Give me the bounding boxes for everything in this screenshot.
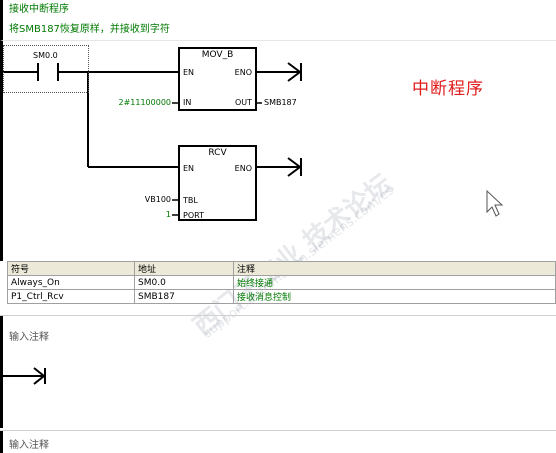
network-separator [0,315,556,316]
address-cell[interactable]: SM0.0 [134,275,234,290]
rcv-block[interactable]: RCV EN ENO TBL PORT [178,145,257,221]
rcv-tbl-operand[interactable]: VB100 [144,195,171,204]
symbol-cell[interactable]: P1_Ctrl_Rcv [7,289,135,304]
mov-b-block[interactable]: MOV_B EN ENO IN OUT [178,47,257,111]
mov-b-in-operand[interactable]: 2#11100000 [118,98,171,107]
rcv-tbl-pin: TBL [183,196,198,205]
mouse-cursor-icon [486,189,504,217]
symbol-table-header: 符号 地址 注释 [7,261,556,276]
network3-area: 输入注释 [0,431,556,453]
mov-b-eno-pin: ENO [234,68,252,77]
rcv-title: RCV [208,148,227,158]
network-title[interactable]: 接收中断程序 [0,0,556,19]
header-comment[interactable]: 注释 [233,261,556,276]
rcv-eno-pin: ENO [234,164,252,173]
mov-b-out-operand[interactable]: SMB187 [264,98,297,107]
mov-b-in-pin: IN [183,98,192,107]
table-row[interactable]: Always_On SM0.0 始终接通 [7,275,556,290]
contact-selection-box[interactable] [3,45,89,93]
header-address[interactable]: 地址 [134,261,234,276]
comment-cell[interactable]: 接收消息控制 [233,289,556,304]
rcv-port-operand[interactable]: 1 [165,210,171,219]
comment-cell[interactable]: 始终接通 [233,275,556,290]
network2-area: 输入注释 [0,316,556,428]
network-separator [0,430,556,431]
mov-b-out-pin: OUT [234,98,252,107]
symbol-cell[interactable]: Always_On [7,275,135,290]
mov-b-title: MOV_B [201,50,234,60]
rcv-port-pin: PORT [183,211,204,220]
network2-empty-rung[interactable] [0,365,60,387]
contact-label: SM0.0 [33,51,58,60]
network-comment[interactable]: 将SMB187恢复原样，并接收到字符 [0,19,556,41]
rcv-en-pin: EN [183,164,195,173]
table-row[interactable]: P1_Ctrl_Rcv SMB187 接收消息控制 [7,289,556,304]
interrupt-program-annotation: 中断程序 [412,79,484,99]
network2-comment-placeholder[interactable]: 输入注释 [9,332,49,343]
header-symbol[interactable]: 符号 [7,261,135,276]
mov-b-en-pin: EN [183,68,195,77]
symbol-table: 符号 地址 注释 Always_On SM0.0 始终接通 P1_Ctrl_Rc… [7,261,556,304]
address-cell[interactable]: SMB187 [134,289,234,304]
power-rail [0,41,3,261]
network3-comment-placeholder[interactable]: 输入注释 [9,440,49,451]
mov-b-in-value: 2#11100000 [118,98,171,107]
